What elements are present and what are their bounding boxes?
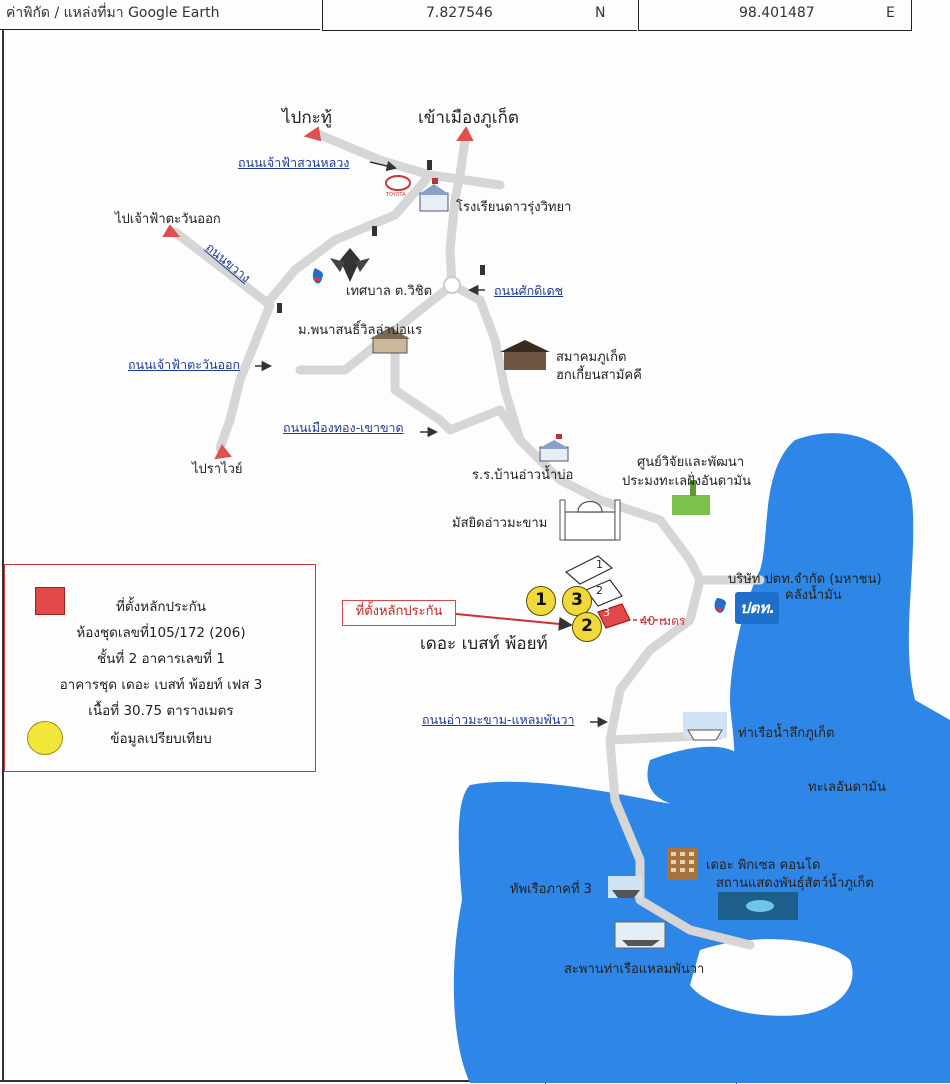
legend-line-5: เนื้อที่ 30.75 ตารางเมตร bbox=[88, 703, 234, 719]
road-label-chaofa-suan-luang: ถนนเจ้าฟ้าสวนหลวง bbox=[238, 155, 350, 170]
road-label-mueang-thong: ถนนเมืองทอง-เขาขาด bbox=[283, 420, 404, 435]
label-pixel-condo: เดอะ พิกเซล คอนโด bbox=[706, 858, 821, 873]
legend-subject-swatch bbox=[35, 587, 65, 615]
road-label-ao-makham: ถนนอ่าวมะขาม-แหลมพันวา bbox=[422, 712, 575, 727]
label-to-kathu: ไปกะทู้ bbox=[282, 108, 332, 128]
road-label-sakdidet: ถนนศักดิเดช bbox=[494, 283, 564, 298]
building-number-2: 2 bbox=[596, 584, 603, 597]
legend-box: ที่ตั้งหลักประกัน ห้องชุดเลขที่105/172 (… bbox=[4, 564, 316, 772]
label-ptt-2: คลังน้ำมัน bbox=[785, 588, 842, 603]
road-label-chaofa-east: ถนนเจ้าฟ้าตะวันออก bbox=[128, 357, 241, 372]
research-center-icon bbox=[672, 480, 710, 515]
direction-arrows bbox=[162, 126, 474, 460]
legend-comparable-swatch bbox=[27, 721, 63, 755]
label-association-2: ฮกเกี้ยนสามัคคี bbox=[556, 368, 642, 383]
latitude-cell: 7.827546 N bbox=[322, 0, 637, 31]
toyota-logo-text: TOYOTA bbox=[386, 192, 406, 198]
toyota-logo-icon bbox=[385, 175, 411, 191]
legend-line-6: ข้อมูลเปรียบเทียบ bbox=[110, 731, 212, 747]
label-school-ao-nam-bo: ร.ร.บ้านอ่าวน้ำบ่อ bbox=[472, 468, 574, 483]
coordinate-source: ค่าพิกัด / แหล่งที่มา Google Earth bbox=[0, 0, 320, 30]
building-number-3: 3 bbox=[603, 606, 610, 619]
longitude-value: 98.401487 bbox=[739, 5, 815, 21]
road-municipality bbox=[295, 280, 457, 375]
label-to-phuket-town: เข้าเมืองภูเก็ต bbox=[418, 108, 519, 128]
traffic-light-icon bbox=[277, 303, 282, 313]
label-to-rawai: ไปราไวย์ bbox=[192, 462, 243, 477]
road-to-east bbox=[170, 227, 275, 310]
road-sakdidet bbox=[447, 280, 765, 585]
deep-sea-port-ship-icon bbox=[683, 712, 727, 741]
legend-line-1: ที่ตั้งหลักประกัน bbox=[115, 599, 207, 615]
village-house-icon bbox=[370, 327, 410, 354]
latitude-value: 7.827546 bbox=[426, 5, 493, 21]
building-number-1: 1 bbox=[596, 558, 603, 571]
land-cutout-bay bbox=[690, 939, 853, 1016]
traffic-light-icon bbox=[372, 226, 377, 236]
arrow-to-kathu bbox=[303, 126, 322, 142]
pixel-condo-icon bbox=[667, 848, 697, 880]
road-mueang-thong bbox=[390, 325, 525, 445]
road-to-kathu bbox=[315, 130, 505, 190]
label-research-center-2: ประมงทะเลฝั่งอันดามัน bbox=[622, 474, 751, 489]
ptt-flame-icon-2 bbox=[714, 598, 727, 613]
comparable-marker-1: 1 bbox=[526, 586, 556, 616]
traffic-lights bbox=[277, 160, 485, 313]
label-pier: สะพานท่าเรือแหลมพันวา bbox=[564, 962, 705, 977]
latitude-direction: N bbox=[595, 5, 606, 21]
coordinate-header: ค่าพิกัด / แหล่งที่มา Google Earth 7.827… bbox=[0, 0, 950, 33]
traffic-light-icon bbox=[427, 160, 432, 170]
label-andaman-sea: ทะเลอันดามัน bbox=[808, 780, 886, 795]
road-ao-makham bbox=[605, 575, 755, 950]
label-arrows bbox=[255, 160, 609, 728]
collateral-pin-label: ที่ตั้งหลักประกัน bbox=[342, 600, 456, 626]
road-west-south bbox=[215, 300, 275, 453]
ptt-logo: ปตท. bbox=[735, 592, 779, 624]
legend-line-3: ชั้นที่ 2 อาคารเลขที่ 1 bbox=[97, 651, 225, 667]
association-building-icon bbox=[500, 340, 550, 370]
road-network bbox=[170, 130, 765, 950]
label-navy: ทัพเรือภาคที่ 3 bbox=[510, 882, 592, 897]
legend-line-2: ห้องชุดเลขที่105/172 (206) bbox=[76, 625, 246, 641]
traffic-light-icon bbox=[480, 265, 485, 275]
label-school-dao-rung: โรงเรียนดาวรุ่งวิทยา bbox=[456, 200, 572, 215]
land-cutout-east bbox=[647, 746, 750, 806]
road-main-north bbox=[445, 135, 470, 290]
roundabout bbox=[443, 276, 461, 294]
pin-arrow bbox=[455, 613, 573, 631]
label-research-center-1: ศูนย์วิจัยและพัฒนา bbox=[637, 455, 745, 470]
distance-label: 40 เมตร bbox=[640, 614, 686, 628]
mosque-icon bbox=[559, 499, 621, 541]
arrow-chaofa-suan-luang bbox=[369, 160, 398, 172]
legend-line-4: อาคารชุด เดอะ เบสท์ พ้อยท์ เฟส 3 bbox=[59, 677, 263, 693]
longitude-direction: E bbox=[886, 5, 895, 21]
label-deep-sea-port: ท่าเรือน้ำลึกภูเก็ต bbox=[738, 726, 835, 741]
municipality-emblem-icon bbox=[330, 248, 370, 282]
pier-ship-icon bbox=[614, 921, 666, 949]
label-municipality: เทศบาล ต.วิชิต bbox=[346, 284, 433, 299]
arrow-to-rawai bbox=[214, 444, 232, 460]
andaman-sea-area bbox=[453, 433, 950, 1083]
arrow-to-phuket-town bbox=[456, 126, 474, 141]
label-aquarium: สถานแสดงพันธุ์สัตว์น้ำภูเก็ต bbox=[716, 876, 874, 891]
school-dao-rung-icon bbox=[418, 178, 450, 212]
comparable-marker-2: 2 bbox=[572, 612, 602, 642]
label-village: ม.พนาสนธิ์วิลล่าบ่อแร bbox=[298, 323, 423, 338]
frame-left bbox=[2, 30, 4, 1080]
label-project: เดอะ เบสท์ พ้อยท์ bbox=[420, 634, 548, 654]
label-to-east: ไปเจ้าฟ้าตะวันออก bbox=[115, 212, 221, 227]
road-upper-west bbox=[265, 170, 435, 305]
longitude-cell: 98.401487 E bbox=[638, 0, 912, 31]
project-buildings-icon bbox=[564, 555, 631, 629]
school-ao-nam-bo-icon bbox=[538, 434, 570, 462]
label-association-1: สมาคมภูเก็ต bbox=[556, 350, 627, 365]
label-mosque: มัสยิดอ่าวมะขาม bbox=[452, 516, 548, 531]
ptt-flame-icon-1 bbox=[312, 268, 324, 284]
arrow-to-east bbox=[162, 224, 181, 237]
label-ptt-1: บริษัท ปตท.จำกัด (มหาชน) bbox=[728, 572, 882, 587]
aquarium-icon bbox=[718, 892, 798, 920]
navy-ship-icon bbox=[608, 876, 642, 898]
